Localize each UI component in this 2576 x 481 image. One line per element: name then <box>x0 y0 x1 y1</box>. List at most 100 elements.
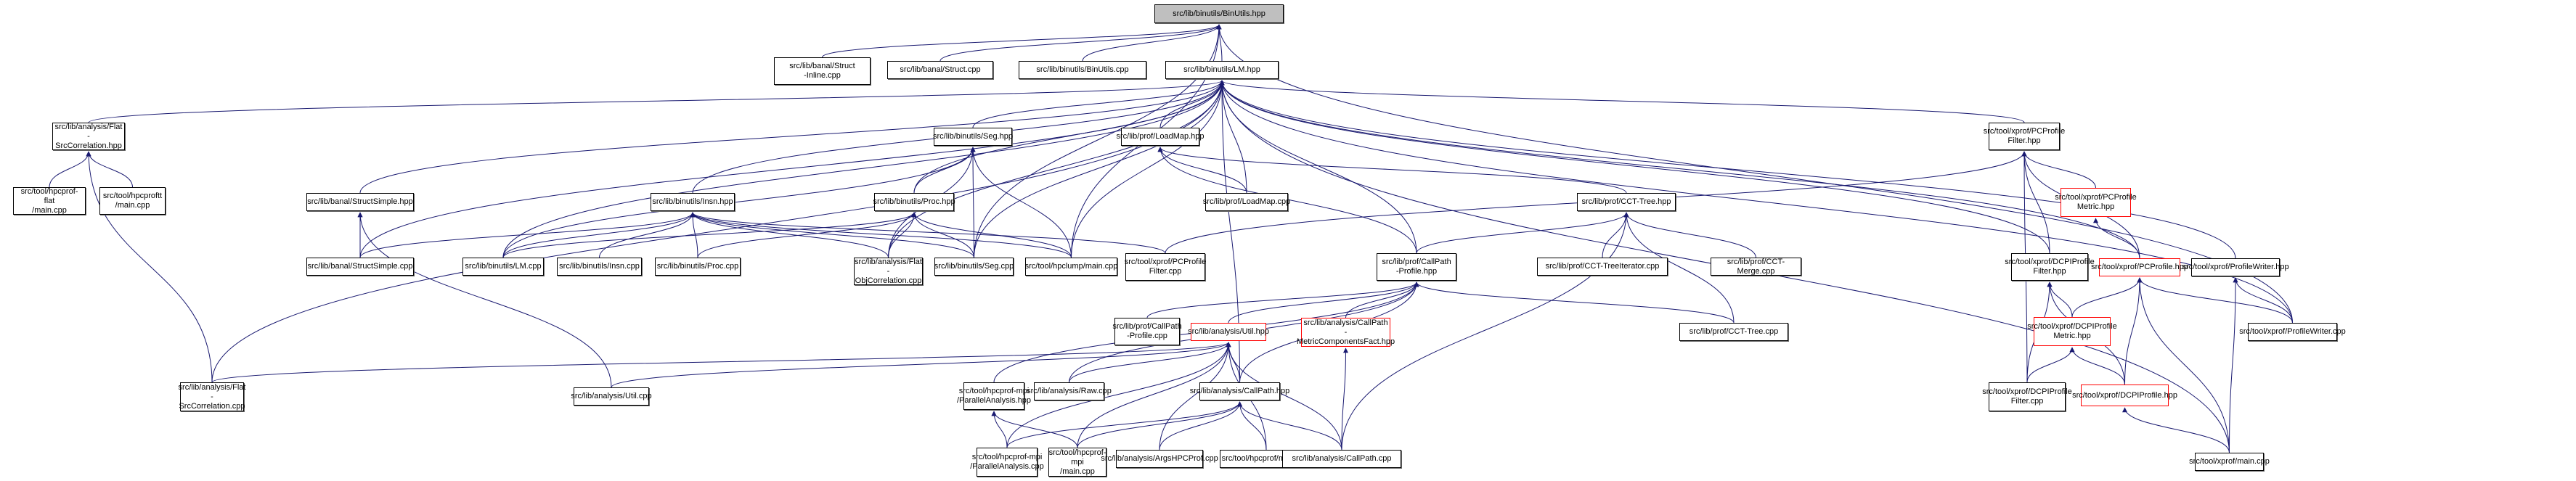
edge-seg-cpp-to-proc-hpp <box>911 212 974 258</box>
edge-callpath-cpp-to-util-hpp <box>1226 342 1342 451</box>
edge-hpcprof-flat-to-flat-src-hpp <box>49 151 91 188</box>
edge-profilewriter-cpp-to-profilewriter-hpp <box>2233 277 2293 324</box>
edge-hpcproftt-to-flat-src-hpp <box>86 151 133 188</box>
graph-node-raw-cpp[interactable]: src/lib/analysis/Raw.cpp <box>1027 382 1112 400</box>
graph-node-binutils-hpp[interactable]: src/lib/binutils/BinUtils.hpp <box>1154 4 1284 23</box>
graph-node-loadmap-cpp[interactable]: src/lib/prof/LoadMap.cpp <box>1203 193 1290 211</box>
edge-dcpi-filter-hpp-to-lm-hpp <box>1219 80 2050 254</box>
graph-node-dcpi-metric-hpp[interactable]: src/tool/xprof/DCPIProfile Metric.hpp <box>2027 317 2117 346</box>
graph-node-callpath-profile-cpp[interactable]: src/lib/prof/CallPath -Profile.cpp <box>1112 318 1182 345</box>
graph-node-callpath-hpp[interactable]: src/lib/analysis/CallPath.hpp <box>1190 382 1289 400</box>
graph-node-pcprofile-hpp[interactable]: src/tool/xprof/PCProfile.hpp <box>2091 258 2188 276</box>
edge-cct-treeiter-to-cct-tree-hpp <box>1602 212 1629 258</box>
edge-insn-cpp-to-insn-hpp <box>599 212 696 258</box>
graph-node-binutils-cpp[interactable]: src/lib/binutils/BinUtils.cpp <box>1019 61 1146 79</box>
edge-pcprofile-hpp-to-lm-hpp <box>1219 80 2140 259</box>
edge-pcpf-hpp-to-lm-hpp <box>1219 80 2025 123</box>
graph-node-lm-hpp[interactable]: src/lib/binutils/LM.hpp <box>1165 61 1279 79</box>
graph-node-callpath-cpp[interactable]: src/lib/analysis/CallPath.cpp <box>1282 450 1401 468</box>
graph-node-xprof-main[interactable]: src/tool/xprof/main.cpp <box>2189 453 2270 471</box>
graph-node-util-hpp[interactable]: src/lib/analysis/Util.hpp <box>1188 323 1269 341</box>
graph-node-dcpi-filter-hpp[interactable]: src/tool/xprof/DCPIProfile Filter.hpp <box>2005 253 2095 281</box>
edge-proc-cpp-to-insn-hpp <box>690 212 698 258</box>
graph-node-cct-merge[interactable]: src/lib/prof/CCT-Merge.cpp <box>1711 258 1801 276</box>
graph-node-cpmcf-hpp[interactable]: src/lib/analysis/CallPath -MetricCompone… <box>1296 318 1395 347</box>
graph-node-pcpmetric-hpp[interactable]: src/tool/xprof/PCProfile Metric.hpp <box>2055 188 2137 217</box>
graph-node-parallel-cpp[interactable]: src/tool/hpcprof-mpi /ParallelAnalysis.c… <box>970 448 1044 477</box>
edge-proc-cpp-to-proc-hpp <box>697 212 917 258</box>
graph-node-cct-treeiter[interactable]: src/lib/prof/CCT-TreeIterator.cpp <box>1537 258 1668 276</box>
graph-node-profilewriter-hpp[interactable]: src/tool/xprof/ProfileWriter.hpp <box>2182 258 2289 276</box>
graph-node-structsimple-hpp[interactable]: src/lib/banal/StructSimple.hpp <box>306 193 414 211</box>
edge-structsimple-hpp-to-lm-hpp <box>359 80 1225 194</box>
graph-node-cct-tree-cpp[interactable]: src/lib/prof/CCT-Tree.cpp <box>1679 323 1788 341</box>
edge-profilewriter-hpp-to-lm-hpp <box>1219 80 2236 259</box>
edge-argshpcprof-to-callpath-hpp <box>1159 401 1242 451</box>
edge-dcpiprofile-hpp-to-pcprofile-hpp <box>2124 277 2143 385</box>
graph-node-struct-inline[interactable]: src/lib/banal/Struct -Inline.cpp <box>774 57 871 85</box>
graph-node-hpclump-main[interactable]: src/tool/hpclump/main.cpp <box>1025 258 1117 276</box>
edge-hpclump-main-to-proc-hpp <box>911 212 1072 258</box>
graph-node-pcpf-hpp[interactable]: src/tool/xprof/PCProfile Filter.hpp <box>1984 123 2065 150</box>
edge-callpath-cpp-to-cct-tree-hpp <box>1341 212 1629 451</box>
edge-binutils-cpp-to-binutils-hpp <box>1082 24 1222 62</box>
edge-callpath-profile-cpp-to-callpath-profile-hpp <box>1146 281 1419 318</box>
graph-node-insn-hpp[interactable]: src/lib/binutils/Insn.hpp <box>651 193 735 211</box>
edge-parallel-cpp-to-parallel-hpp <box>991 411 1008 448</box>
edge-seg-cpp-to-seg-hpp <box>970 147 976 258</box>
graph-node-structsimple-cpp[interactable]: src/lib/banal/StructSimple.cpp <box>306 258 414 276</box>
edge-dcpiprofile-hpp-to-dcpi-metric-hpp <box>2069 347 2125 385</box>
graph-node-lm-cpp[interactable]: src/lib/binutils/LM.cpp <box>462 258 544 276</box>
edge-proc-hpp-to-seg-hpp <box>913 147 976 194</box>
graph-node-insn-cpp[interactable]: src/lib/binutils/Insn.cpp <box>557 258 642 276</box>
edge-struct-inline-to-binutils-hpp <box>822 24 1222 58</box>
graph-node-argshpcprof[interactable]: src/lib/analysis/ArgsHPCProf.cpp <box>1101 450 1218 468</box>
edge-callpath-cpp-to-cpmcf-hpp <box>1341 348 1348 451</box>
edge-pcprofile-hpp-to-pcpmetric-hpp <box>2093 218 2140 259</box>
edge-util-cpp-to-structsimple-hpp <box>357 212 612 388</box>
edge-seg-cpp-to-insn-hpp <box>690 212 974 258</box>
graph-node-proc-cpp[interactable]: src/lib/binutils/Proc.cpp <box>655 258 741 276</box>
edge-callpath-hpp-to-util-hpp <box>1226 342 1240 383</box>
graph-node-util-cpp[interactable]: src/lib/analysis/Util.cpp <box>571 387 652 406</box>
graph-node-struct-cpp[interactable]: src/lib/banal/Struct.cpp <box>887 61 993 79</box>
graph-node-proc-hpp[interactable]: src/lib/binutils/Proc.hpp <box>873 193 955 211</box>
graph-node-seg-cpp[interactable]: src/lib/binutils/Seg.cpp <box>934 258 1014 276</box>
graph-node-callpath-profile-hpp[interactable]: src/lib/prof/CallPath -Profile.hpp <box>1377 253 1456 281</box>
graph-node-seg-hpp[interactable]: src/lib/binutils/Seg.hpp <box>933 128 1013 146</box>
graph-node-flat-obj-cpp[interactable]: src/lib/analysis/Flat -ObjCorrelation.cp… <box>854 257 923 285</box>
edge-loadmap-hpp-to-lm-hpp <box>1159 80 1225 128</box>
edge-mpi-main-to-util-hpp <box>1077 342 1231 448</box>
graph-node-profilewriter-cpp[interactable]: src/tool/xprof/ProfileWriter.cpp <box>2239 323 2346 341</box>
edge-xprof-main-to-dcpiprofile-hpp <box>2122 407 2230 453</box>
edge-util-cpp-to-util-hpp <box>611 342 1231 388</box>
edge-util-hpp-to-callpath-profile-hpp <box>1228 281 1419 324</box>
graph-node-dcpiprofile-hpp[interactable]: src/tool/xprof/DCPIProfile.hpp <box>2072 385 2177 406</box>
edge-flat-obj-cpp-to-proc-hpp <box>888 212 917 258</box>
edge-struct-cpp-to-binutils-hpp <box>939 24 1222 62</box>
graph-node-loadmap-hpp[interactable]: src/lib/prof/LoadMap.hpp <box>1116 128 1205 146</box>
edge-lm-cpp-to-insn-hpp <box>502 212 696 258</box>
graph-node-cct-tree-hpp[interactable]: src/lib/prof/CCT-Tree.hpp <box>1577 193 1676 211</box>
edge-hpclump-main-to-lm-hpp <box>1071 80 1225 258</box>
edge-dcpi-metric-hpp-to-pcprofile-hpp <box>2071 277 2143 318</box>
graph-node-parallel-hpp[interactable]: src/tool/hpcprof-mpi /ParallelAnalysis.h… <box>957 382 1031 410</box>
graph-node-flat-src-hpp[interactable]: src/lib/analysis/Flat -SrcCorrelation.hp… <box>52 123 125 150</box>
edge-hpcprof-main-to-callpath-hpp <box>1237 401 1267 451</box>
edge-parallel-cpp-to-util-hpp <box>1006 342 1231 448</box>
graph-node-mpi-main[interactable]: src/tool/hpcprof-mpi /main.cpp <box>1048 448 1106 477</box>
graph-node-pcpf-cpp[interactable]: src/tool/xprof/PCProfile Filter.cpp <box>1125 253 1206 281</box>
edge-structsimple-cpp-to-insn-hpp <box>359 212 696 258</box>
edge-hpclump-main-to-insn-hpp <box>690 212 1072 258</box>
edge-callpath-profile-hpp-to-loadmap-hpp <box>1157 147 1417 254</box>
graph-node-hpcprof-flat[interactable]: src/tool/hpcprof-flat /main.cpp <box>13 187 86 215</box>
graph-node-dcpi-filter-cpp[interactable]: src/tool/xprof/DCPIProfile Filter.cpp <box>1982 382 2072 411</box>
edge-flat-obj-cpp-to-lm-hpp <box>888 80 1225 258</box>
graph-node-flat-src-cpp[interactable]: src/lib/analysis/Flat -SrcCorrelation.cp… <box>178 382 246 411</box>
graph-node-hpcproftt[interactable]: src/tool/hpcproftt /main.cpp <box>99 187 166 215</box>
edge-seg-cpp-to-lm-hpp <box>974 80 1225 258</box>
edge-mpi-main-to-parallel-hpp <box>991 411 1078 448</box>
edge-callpath-profile-hpp-to-cct-tree-hpp <box>1416 212 1629 254</box>
edge-callpath-cpp-to-callpath-hpp <box>1237 401 1342 451</box>
edge-lm-cpp-to-seg-hpp <box>502 147 976 258</box>
